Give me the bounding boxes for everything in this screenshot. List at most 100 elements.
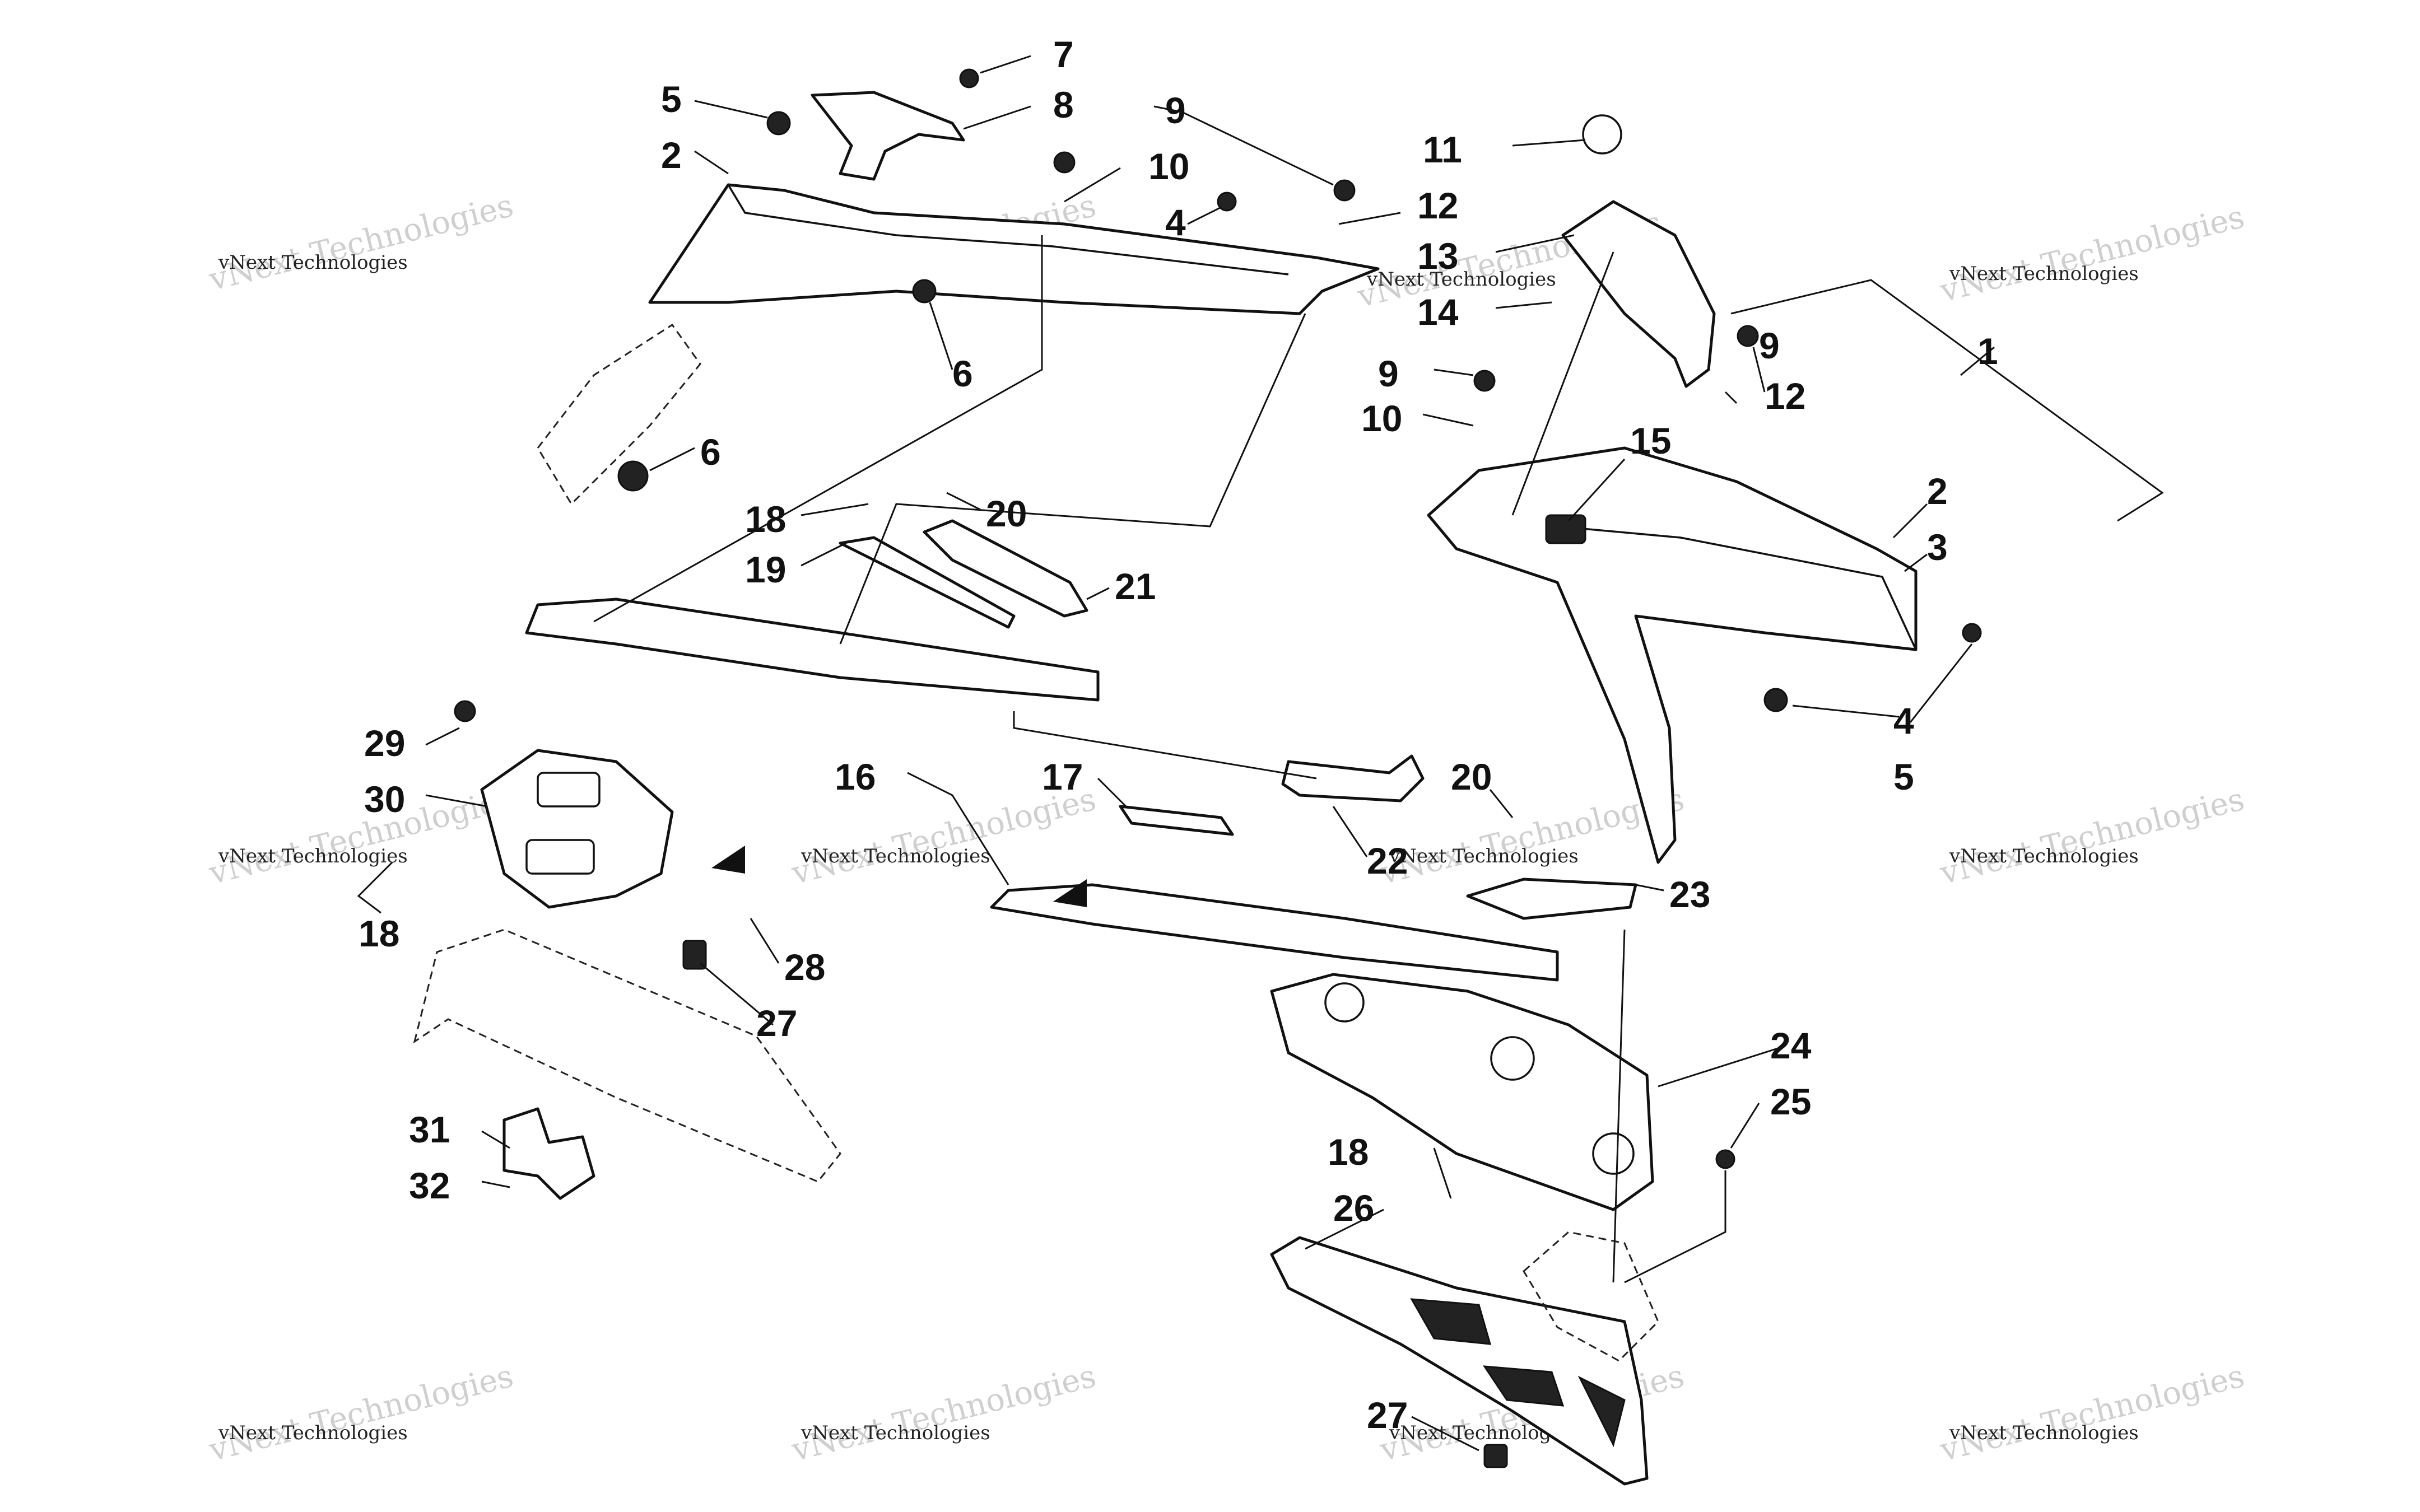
bracket-22 xyxy=(1281,754,1425,802)
clip-27 xyxy=(682,940,707,970)
callout-label: 4 xyxy=(1893,700,1914,741)
watermark: vNext Technologies vNext Technologies xyxy=(205,1358,516,1469)
leader-lines xyxy=(357,55,1995,1452)
svg-text:vNext Technologies: vNext Technologies xyxy=(218,1422,408,1444)
callout-label: 15 xyxy=(1630,420,1671,461)
callout-label: 29 xyxy=(364,722,405,764)
watermark: vNext Technologies vNext Technologies xyxy=(788,1358,1099,1469)
hidden-mount-outline xyxy=(1523,1231,1659,1362)
callout-label: 18 xyxy=(1328,1131,1369,1173)
callout-label: 31 xyxy=(409,1109,450,1150)
callout-label: 24 xyxy=(1770,1025,1812,1066)
callout-label: 14 xyxy=(1417,291,1459,333)
right-side-panel xyxy=(1427,446,1918,864)
nut-5 xyxy=(766,111,791,136)
callout-label: 19 xyxy=(745,549,786,590)
watermark: vNext Technologies vNext Technologies xyxy=(205,188,516,298)
fastener-plate-15 xyxy=(1545,514,1586,544)
upper-frame-rail xyxy=(525,598,1100,702)
svg-text:vNext Technologies: vNext Technologies xyxy=(205,188,516,298)
callout-label: 5 xyxy=(1893,756,1914,797)
screw-4 xyxy=(1217,192,1237,212)
svg-text:vNext Technologies: vNext Technologies xyxy=(218,251,408,274)
callout-label: 16 xyxy=(835,756,876,797)
screw-4b xyxy=(1962,623,1982,643)
hidden-frame-outline xyxy=(413,928,841,1183)
clip-27b xyxy=(1483,1444,1508,1468)
callout-label: 6 xyxy=(952,353,973,394)
screw-9d xyxy=(1473,370,1496,392)
callout-label: 18 xyxy=(745,498,786,540)
callout-label: 18 xyxy=(359,913,399,954)
grommet-6 xyxy=(617,460,649,492)
callout-label: 28 xyxy=(784,946,825,988)
mount-bracket-30 xyxy=(480,749,674,909)
svg-text:vNext Technologies: vNext Technologies xyxy=(218,845,408,867)
callout-label: 22 xyxy=(1367,840,1408,881)
callout-label: 17 xyxy=(1042,756,1083,797)
svg-text:vNext Technologies: vNext Technologies xyxy=(1949,263,2139,285)
callout-label: 25 xyxy=(1770,1081,1811,1122)
callout-label: 10 xyxy=(1148,146,1189,187)
callout-label: 27 xyxy=(1367,1394,1408,1436)
watermark: vNext Technologies vNext Technologies xyxy=(1936,781,2247,892)
svg-text:vNext Technologies: vNext Technologies xyxy=(1936,1358,2247,1469)
callout-label: 6 xyxy=(700,431,721,473)
svg-text:vNext Technologies: vNext Technologies xyxy=(1936,199,2247,310)
callout-label: 8 xyxy=(1053,84,1074,125)
callout-label: 10 xyxy=(1361,398,1402,439)
svg-text:vNext Technologies: vNext Technologies xyxy=(801,1422,990,1444)
callout-label: 11 xyxy=(1423,129,1462,170)
callout-label: 7 xyxy=(1053,34,1074,75)
svg-text:vNext Technologies: vNext Technologies xyxy=(205,1358,516,1469)
svg-text:vNext Technologies: vNext Technologies xyxy=(205,781,516,892)
svg-text:vNext Technologies: vNext Technologies xyxy=(788,1358,1099,1469)
strip-19 xyxy=(839,536,1016,629)
bolt-29 xyxy=(454,700,476,722)
screw-9 xyxy=(1053,151,1076,174)
callout-label: 12 xyxy=(1765,375,1805,417)
callout-label: 30 xyxy=(364,778,405,820)
watermark: vNext Technologies vNext Technologies xyxy=(1936,1358,2247,1469)
callout-label: 9 xyxy=(1165,90,1186,131)
svg-text:vNext Technologies: vNext Technologies xyxy=(1366,268,1556,291)
svg-text:vNext Technologies: vNext Technologies xyxy=(1949,1422,2139,1444)
screw-25 xyxy=(1715,1149,1735,1169)
callout-label: 5 xyxy=(661,78,682,120)
callout-label: 9 xyxy=(1759,325,1780,366)
svg-text:vNext Technologies: vNext Technologies xyxy=(788,781,1099,892)
parts xyxy=(413,68,2164,1486)
callout-label: 20 xyxy=(1451,756,1492,797)
callout-label: 12 xyxy=(1417,185,1458,226)
screw-9b xyxy=(1333,179,1356,202)
callouts: 1 2 2 3 4 4 5 5 6 6 7 8 9 9 9 10 10 11 1… xyxy=(359,34,1998,1436)
bracket-21 xyxy=(923,519,1088,618)
hidden-bracket-outline xyxy=(537,323,701,506)
callout-label: 21 xyxy=(1115,566,1156,607)
callout-label: 4 xyxy=(1165,202,1186,243)
callout-label: 1 xyxy=(1977,330,1998,372)
bracket-23 xyxy=(1466,878,1637,920)
svg-text:vNext Technologies: vNext Technologies xyxy=(801,845,990,867)
svg-text:vNext Technologies: vNext Technologies xyxy=(1949,845,2139,867)
callout-label: 2 xyxy=(661,134,682,176)
callout-label: 32 xyxy=(409,1165,450,1206)
callout-label: 3 xyxy=(1927,526,1948,568)
deflector-piece xyxy=(811,91,965,181)
screw-9c xyxy=(1737,325,1759,347)
ring-11 xyxy=(1582,114,1622,155)
callout-label: 13 xyxy=(1417,235,1458,277)
callout-label: 23 xyxy=(1669,874,1710,915)
left-side-panel xyxy=(648,183,1380,315)
bolt-5b xyxy=(1763,688,1788,712)
svg-text:vNext Technologies: vNext Technologies xyxy=(1389,845,1579,867)
callout-label: 2 xyxy=(1927,470,1948,512)
lower-frame-rail xyxy=(990,883,1559,982)
nut-6 xyxy=(912,279,937,304)
callout-label: 20 xyxy=(986,493,1027,534)
callout-label: 26 xyxy=(1333,1187,1374,1229)
callout-1-bracket xyxy=(1730,279,2164,522)
callout-label: 27 xyxy=(756,1002,797,1044)
skid-plate-26 xyxy=(1270,1236,1649,1486)
plate-31 xyxy=(502,1107,595,1200)
